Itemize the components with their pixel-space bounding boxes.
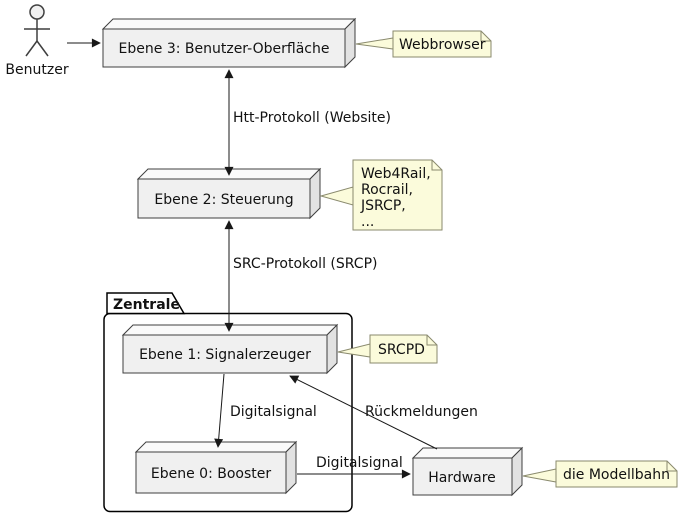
note-software-line3: JSRCP,	[360, 198, 406, 214]
frame-zentrale: Zentrale	[103, 292, 353, 513]
node-ebene3-label: Ebene 3: Benutzer-Oberfläche	[119, 41, 330, 57]
note-software-line1: Web4Rail,	[361, 166, 431, 182]
note-connector	[355, 37, 394, 50]
note-software: Web4Rail, Rocrail, JSRCP, ...	[319, 159, 443, 231]
note-connector	[337, 343, 371, 358]
node-ebene2-label: Ebene 2: Steuerung	[154, 192, 293, 208]
actor-left-leg-icon	[25, 40, 38, 57]
note-fold-icon	[426, 335, 437, 346]
note-modellbahn-text: die Modellbahn	[563, 467, 670, 483]
node-ebene1-label: Ebene 1: Signalerzeuger	[139, 347, 311, 363]
node-ebene3: Ebene 3: Benutzer-Oberfläche	[101, 17, 357, 69]
note-webbrowser: Webbrowser	[355, 30, 492, 58]
node-front-face	[137, 178, 311, 219]
node-hardware-label: Hardware	[428, 470, 496, 486]
node-front-face	[412, 457, 513, 496]
note-modellbahn: die Modellbahn	[522, 460, 678, 488]
note-srcpd: SRCPD	[337, 334, 438, 364]
edge-digital-right-label: Digitalsignal	[316, 455, 403, 471]
note-fold-icon	[480, 31, 491, 42]
node-ebene1: Ebene 1: Signalerzeuger	[121, 323, 339, 375]
actor-head-icon	[29, 4, 45, 20]
node-front-face	[102, 28, 346, 68]
node-front-face	[122, 334, 328, 374]
note-software-line2: Rocrail,	[361, 182, 413, 198]
note-software-line4: ...	[361, 214, 374, 230]
frame-title: Zentrale	[113, 297, 180, 313]
node-top-face	[134, 441, 298, 453]
edge-srcp-label: SRC-Protokoll (SRCP)	[233, 256, 377, 272]
actor-right-leg-icon	[36, 40, 49, 57]
edge-digital-down-label: Digitalsignal	[230, 404, 317, 420]
edge-ebene1-ebene0	[214, 373, 225, 448]
node-hardware: Hardware	[411, 446, 524, 497]
edge-http-label: Htt-Protokoll (Website)	[233, 110, 391, 126]
actor-label: Benutzer	[5, 62, 68, 78]
note-fold-icon	[431, 160, 442, 171]
node-ebene0: Ebene 0: Booster	[134, 440, 298, 495]
node-top-face	[121, 324, 339, 336]
node-front-face	[135, 451, 287, 494]
node-top-face	[101, 18, 357, 30]
note-connector	[522, 468, 557, 483]
note-shape	[369, 334, 438, 364]
node-ebene0-label: Ebene 0: Booster	[151, 466, 271, 482]
note-shape	[555, 460, 678, 488]
note-shape	[352, 159, 443, 231]
edge-rueckmeldungen-label: Rückmeldungen	[365, 404, 478, 420]
note-webbrowser-text: Webbrowser	[399, 37, 486, 53]
edges: Htt-Protokoll (Website) SRC-Protokoll (S…	[67, 38, 478, 479]
actor-benutzer: Benutzer	[5, 4, 69, 78]
node-top-face	[411, 447, 524, 459]
edge-hardware-ebene1	[289, 375, 438, 450]
note-srcpd-text: SRCPD	[378, 342, 425, 358]
frame-tab	[106, 292, 186, 315]
note-shape	[392, 30, 492, 58]
node-ebene2: Ebene 2: Steuerung	[136, 167, 322, 220]
note-fold-icon	[666, 461, 677, 472]
note-connector	[319, 186, 354, 206]
